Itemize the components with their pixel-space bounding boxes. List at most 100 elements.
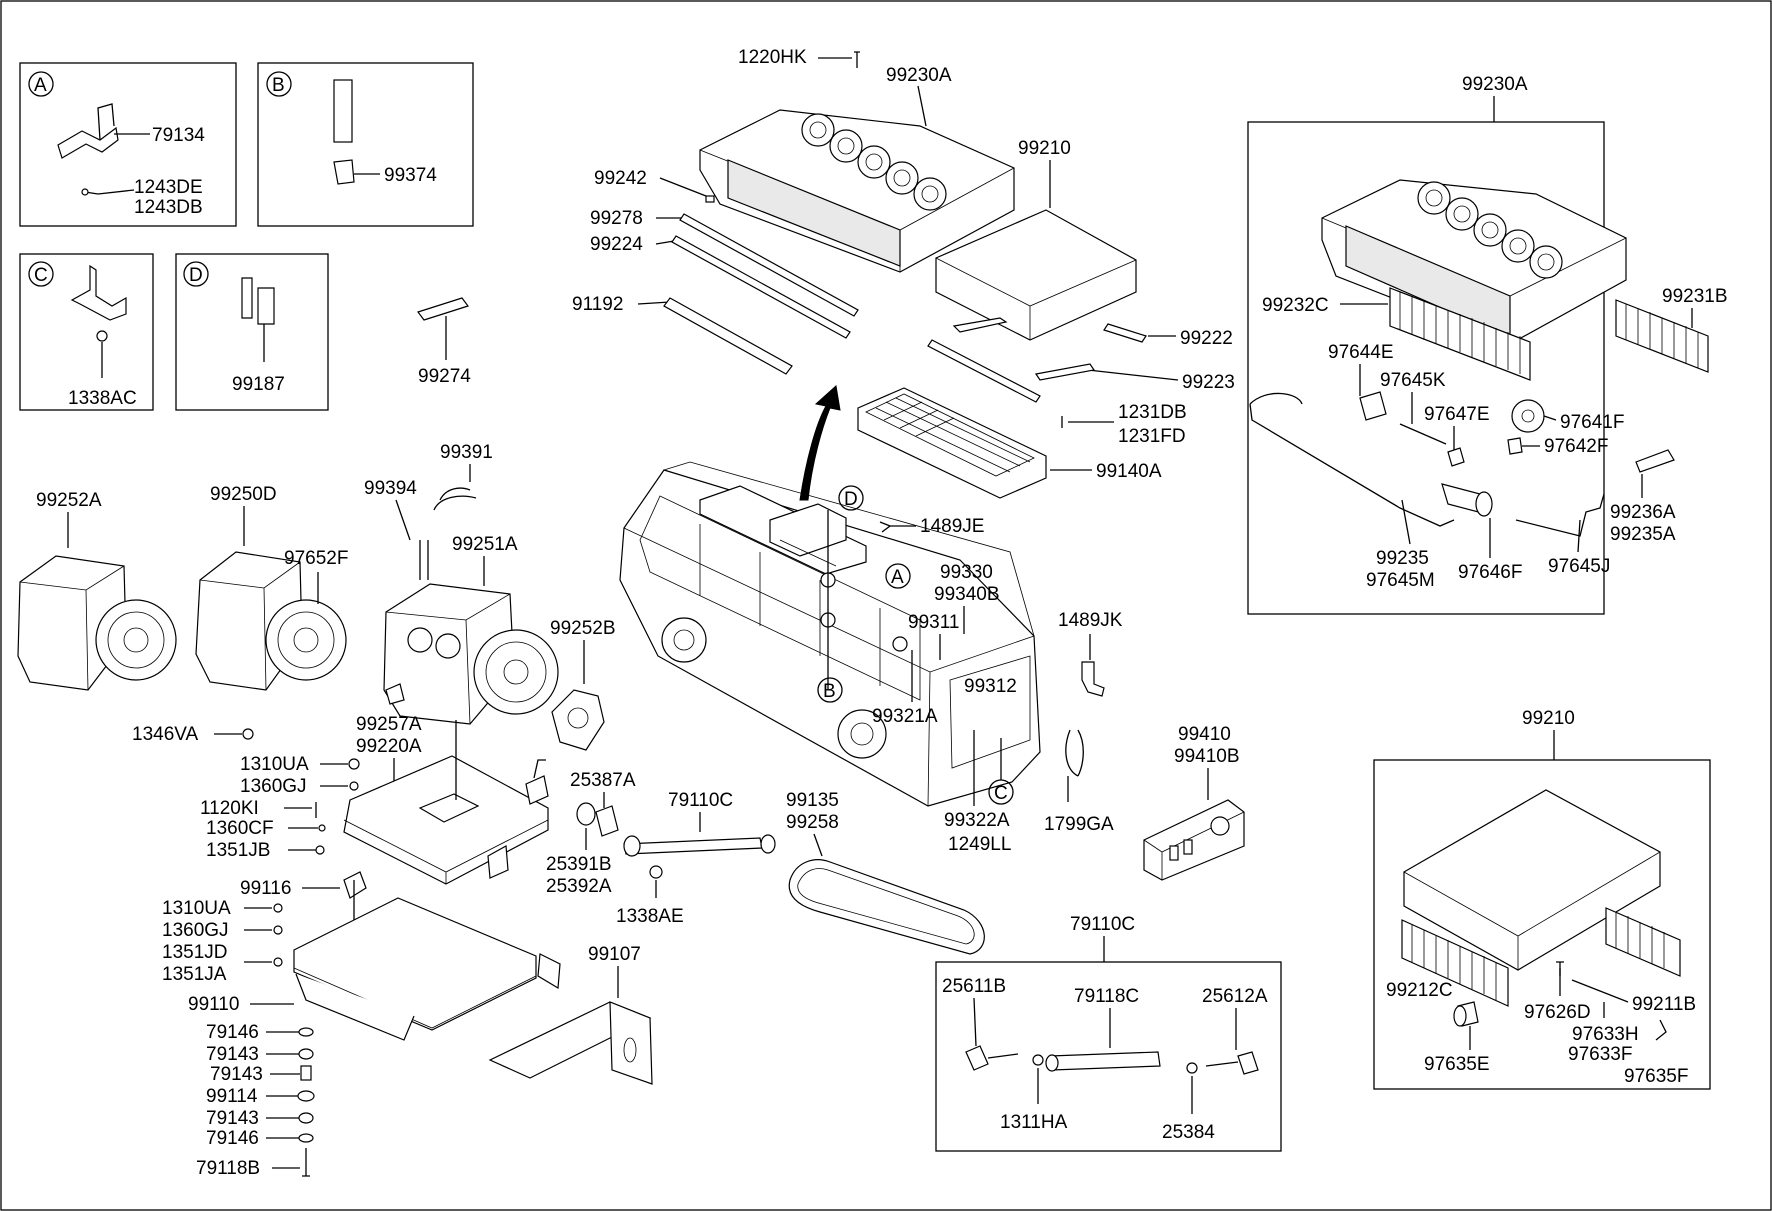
callout-99311: 99311 [908,612,959,633]
callout-99107: 99107 [588,944,641,965]
bus-marker-b: B [823,681,836,702]
callout-97626D: 97626D [1524,1002,1591,1023]
callout-99212C: 99212C [1386,980,1453,1001]
callout-1351JD: 1351JD [162,942,228,963]
callout-99330: 99330 [940,562,993,583]
callout-99231B: 99231B [1662,286,1728,307]
callout-99252A: 99252A [36,490,102,511]
callout-97645J: 97645J [1548,556,1610,577]
callout-79134: 79134 [152,125,205,146]
callout-99220A: 99220A [356,736,422,757]
callout-1346VA: 1346VA [132,724,199,745]
callout-25392A: 25392A [546,876,612,897]
detail-box-a: A 79134 1243DE 1243DB [19,62,237,227]
compressor-99252A: 99252A [17,490,177,691]
callout-99278: 99278 [590,208,643,229]
bus-body [619,461,1041,807]
callout-1310UA-b: 1310UA [162,898,231,919]
callout-99251A: 99251A [452,534,518,555]
callout-1311HA: 1311HA [1000,1112,1068,1133]
callout-1799GA: 1799GA [1044,814,1114,835]
clip-and-hose: 1489JK 1799GA [1044,610,1123,835]
callout-1310UA-a: 1310UA [240,754,309,775]
callout-99222: 99222 [1180,328,1233,349]
roof-unit-top: 1220HK 99230A 99242 99278 99224 91192 [572,47,1015,375]
callout-97646F: 97646F [1458,562,1522,583]
filter-99140A: 99140A [857,387,1162,499]
bracket-99107: 99107 [488,944,653,1085]
callout-99211B: 99211B [1632,994,1696,1015]
callout-79143-a: 79143 [206,1044,259,1065]
callout-25384: 25384 [1162,1122,1215,1143]
callout-99322A: 99322A [944,810,1010,831]
callout-97633F: 97633F [1568,1044,1632,1065]
bus-marker-d: D [844,489,858,510]
detail-letter-b: B [272,75,285,96]
bus-marker-a: A [891,567,904,588]
callout-99230A-top: 99230A [886,65,952,86]
callout-79143-c: 79143 [206,1108,259,1129]
callout-25387A: 25387A [570,770,636,791]
callout-99114: 99114 [206,1086,258,1107]
roof-unit-fans [801,113,947,211]
callout-97635E: 97635E [1424,1054,1490,1075]
callout-1120KI: 1120KI [200,798,259,819]
callout-99391: 99391 [440,442,493,463]
callout-99230A-right: 99230A [1462,74,1528,95]
callout-25391B: 25391B [546,854,612,875]
callout-97642F: 97642F [1544,436,1608,457]
callout-79118B: 79118B [196,1158,260,1179]
callout-99242: 99242 [594,168,647,189]
callout-99135: 99135 [786,790,839,811]
detail-box-c: C 1338AC [19,253,154,411]
hardware-left-lower: 1310UA 1360GJ 1351JD 1351JA [162,898,283,985]
callout-1489JE: 1489JE [920,516,984,537]
callout-25611B: 25611B [942,976,1006,997]
callout-97641F: 97641F [1560,412,1624,433]
callout-79110C-a: 79110C [668,790,733,811]
callout-99110: 99110 [188,994,239,1015]
control-panel-99410: 99410 99410B [1143,724,1245,881]
belt-99135: 99135 99258 [786,790,985,955]
bus-callouts: 1489JE 99330 99340B 99311 99312 99321A 9… [872,516,1017,855]
callout-99340B: 99340B [934,584,1000,605]
part-1346VA: 1346VA [132,724,254,745]
callout-99374: 99374 [384,165,437,186]
callout-79110C-b: 79110C [1070,914,1135,935]
callout-1351JA: 1351JA [162,964,227,985]
callout-99274: 99274 [418,366,471,387]
callout-99223: 99223 [1182,372,1235,393]
callout-99410: 99410 [1178,724,1231,745]
callout-1231FD: 1231FD [1118,426,1186,447]
callout-1360GJ-a: 1360GJ [240,776,307,797]
callout-99257A: 99257A [356,714,422,735]
callout-1338AE: 1338AE [616,906,684,927]
callout-97635F: 97635F [1624,1066,1688,1087]
detail-box-79110C: 79110C 25611B 79118C 25612A 1311HA 25384 [935,914,1282,1152]
callout-1243DE: 1243DE [134,177,203,198]
callout-99321A: 99321A [872,706,938,727]
callout-97633H: 97633H [1572,1024,1639,1045]
callout-99394: 99394 [364,478,417,499]
callout-99210-top: 99210 [1018,138,1071,159]
callout-97645M: 97645M [1366,570,1435,591]
bus-markers: D A B C [817,485,1014,805]
detail-box-99210: 99210 99212C 97626D 99211B 97633H 97633F… [1373,708,1711,1090]
bus-marker-c: C [994,783,1008,804]
callout-1243DB: 1243DB [134,197,203,218]
hardware-left-upper: 1310UA 1360GJ 1120KI 1360CF 1351JB 99116 [200,754,367,940]
callout-99236A: 99236A [1610,502,1676,523]
callout-99224: 99224 [590,234,643,255]
callout-79143-b: 79143 [210,1064,263,1085]
callout-1351JB: 1351JB [206,840,270,861]
callout-79118C: 79118C [1074,986,1139,1007]
cover-99210-top: 99210 99222 99223 1231DB 1231FD [927,138,1235,447]
bracket-99252B: 99252B [550,618,616,751]
detail-box-d: D 99187 [175,253,329,411]
mount-stack: 79146 79143 79143 99114 79143 79146 7911… [196,1022,315,1179]
callout-1220HK: 1220HK [738,47,807,68]
callout-97652F: 97652F [284,548,348,569]
callout-99116: 99116 [240,878,291,899]
